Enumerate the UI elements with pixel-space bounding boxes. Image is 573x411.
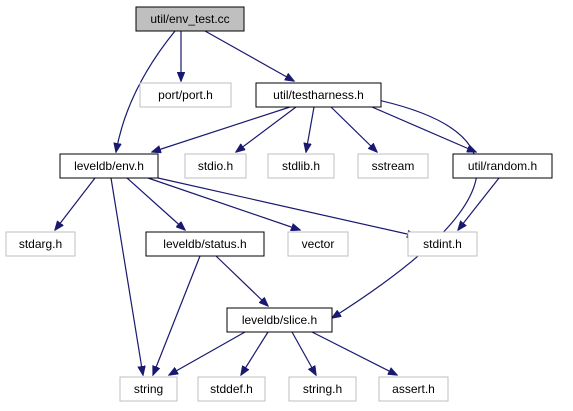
node-box [135,6,245,32]
node-label: util/random.h [468,159,537,173]
node-port: port/port.h [139,82,232,108]
node-box [139,82,232,108]
nodes-layer: util/env_test.cc port/port.h util/testharn… [5,6,553,402]
node-label: stdlib.h [282,159,320,173]
edge-status-to-string [153,255,201,375]
node-box [288,376,357,402]
node-box [145,231,265,257]
node-box [287,231,349,257]
node-stdint: stdint.h [407,231,478,257]
edge-env-to-status [126,177,185,230]
node-env-test[interactable]: util/env_test.cc [135,6,245,32]
node-random[interactable]: util/random.h [452,153,553,179]
edge-slice-to-stddef [241,331,269,375]
node-string-h: string.h [288,376,357,402]
node-label: stddef.h [210,382,253,396]
node-box [119,376,178,402]
node-stdarg: stdarg.h [5,231,76,257]
node-box [226,307,333,333]
node-box [267,153,335,179]
node-label: leveldb/status.h [163,237,246,251]
node-label: leveldb/env.h [74,159,144,173]
node-box [197,376,266,402]
node-status[interactable]: leveldb/status.h [145,231,265,257]
node-label: util/testharness.h [273,88,364,102]
node-vector: vector [287,231,349,257]
node-slice[interactable]: leveldb/slice.h [226,307,333,333]
node-label: port/port.h [158,88,213,102]
node-label: leveldb/slice.h [242,313,317,327]
node-stddef: stddef.h [197,376,266,402]
node-label: string [134,382,163,396]
node-label: stdint.h [423,237,462,251]
node-sstream: sstream [357,153,429,179]
node-env[interactable]: leveldb/env.h [59,153,159,179]
edge-slice-to-string [169,331,246,375]
node-label: util/env_test.cc [150,12,229,26]
node-label: stdarg.h [19,237,62,251]
edge-env-to-vector [147,177,300,230]
edge-slice-to-assert [311,331,397,375]
node-stdlib: stdlib.h [267,153,335,179]
node-label: string.h [303,382,342,396]
edge-testharness-to-random [371,106,476,152]
node-label: assert.h [392,382,435,396]
edge-testharness-to-stdlib [306,106,315,152]
edge-testharness-to-stdio [236,106,297,152]
edge-env_test-to-testharness [204,30,294,81]
node-box [255,82,382,108]
node-testharness[interactable]: util/testharness.h [255,82,382,108]
node-label: sstream [372,159,415,173]
node-box [59,153,159,179]
node-label: vector [302,237,335,251]
node-box [184,153,247,179]
edge-env_test-to-env [116,30,176,152]
edge-testharness-to-slice [332,99,478,318]
edge-slice-to-string_h [291,331,316,375]
node-box [452,153,553,179]
edge-random-to-stdint [458,177,500,230]
node-string: string [119,376,178,402]
edge-env-to-string [110,177,143,375]
node-stdio: stdio.h [184,153,247,179]
node-assert: assert.h [378,376,449,402]
edge-env-to-stdarg [55,177,96,230]
node-box [5,231,76,257]
edges-layer [55,30,500,375]
node-box [407,231,478,257]
edge-env-to-stdint [157,177,416,236]
node-box [357,153,429,179]
node-box [378,376,449,402]
node-label: stdio.h [198,159,233,173]
edge-status-to-slice [215,255,268,306]
edge-testharness-to-sstream [330,106,377,152]
edge-testharness-to-env [152,106,291,152]
